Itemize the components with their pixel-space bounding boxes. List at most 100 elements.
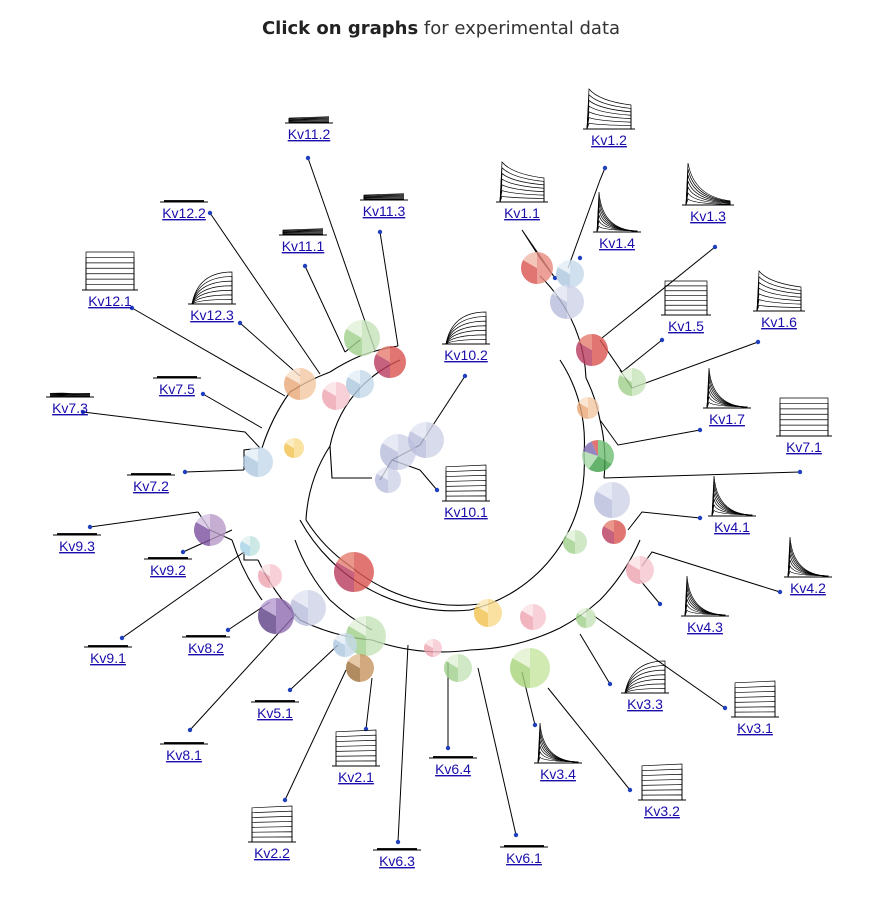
- node-pie[interactable]: [576, 608, 596, 628]
- node-pie[interactable]: [345, 370, 374, 398]
- channel-label-kv7-2[interactable]: Kv7.2: [133, 478, 169, 494]
- node-pie[interactable]: [582, 440, 614, 472]
- channel-graph-kv2-1[interactable]: Kv2.1: [332, 729, 380, 785]
- channel-label-kv8-1[interactable]: Kv8.1: [166, 747, 202, 763]
- channel-graph-kv9-3[interactable]: Kv9.3: [53, 533, 101, 555]
- channel-label-kv11-1[interactable]: Kv11.1: [282, 238, 325, 254]
- node-pie[interactable]: [258, 598, 294, 634]
- channel-label-kv12-2[interactable]: Kv12.2: [162, 205, 206, 221]
- channel-label-kv6-3[interactable]: Kv6.3: [379, 853, 415, 869]
- node-pie[interactable]: [510, 648, 550, 688]
- node-pie[interactable]: [626, 556, 654, 584]
- node-pie[interactable]: [284, 438, 304, 458]
- channel-graph-kv11-2[interactable]: Kv11.2: [285, 116, 333, 142]
- node-pie[interactable]: [407, 422, 444, 458]
- channel-label-kv3-1[interactable]: Kv3.1: [737, 720, 773, 736]
- channel-graph-kv3-4[interactable]: Kv3.4: [534, 722, 582, 782]
- channel-label-kv1-5[interactable]: Kv1.5: [668, 318, 704, 334]
- node-pie[interactable]: [343, 320, 380, 356]
- node-pie[interactable]: [474, 599, 502, 627]
- channel-graph-kv11-1[interactable]: Kv11.1: [279, 228, 327, 254]
- node-pie[interactable]: [563, 530, 587, 554]
- channel-graph-kv1-1[interactable]: Kv1.1: [496, 161, 548, 221]
- channel-label-kv12-3[interactable]: Kv12.3: [190, 307, 234, 323]
- channel-label-kv10-2[interactable]: Kv10.2: [444, 347, 488, 363]
- channel-label-kv2-1[interactable]: Kv2.1: [338, 769, 374, 785]
- channel-label-kv7-5[interactable]: Kv7.5: [159, 381, 195, 397]
- node-pie[interactable]: [424, 639, 442, 657]
- channel-label-kv8-2[interactable]: Kv8.2: [188, 640, 224, 656]
- channel-graph-kv10-2[interactable]: Kv10.2: [442, 311, 490, 363]
- node-pie[interactable]: [283, 368, 316, 400]
- channel-label-kv9-1[interactable]: Kv9.1: [90, 650, 126, 666]
- channel-graph-kv8-2[interactable]: Kv8.2: [182, 635, 230, 657]
- channel-graph-kv7-3[interactable]: Kv7.3: [46, 392, 94, 416]
- channel-graph-kv8-1[interactable]: Kv8.1: [160, 742, 208, 764]
- channel-graph-kv7-5[interactable]: Kv7.5: [153, 376, 201, 398]
- node-pie[interactable]: [520, 604, 546, 630]
- channel-graph-kv6-3[interactable]: Kv6.3: [373, 848, 421, 870]
- channel-graph-kv7-2[interactable]: Kv7.2: [127, 473, 175, 495]
- channel-label-kv12-1[interactable]: Kv12.1: [88, 293, 132, 309]
- node-pie[interactable]: [577, 397, 599, 419]
- node-pie[interactable]: [576, 334, 608, 366]
- channel-label-kv3-3[interactable]: Kv3.3: [627, 696, 663, 712]
- channel-label-kv9-3[interactable]: Kv9.3: [59, 538, 95, 554]
- node-pie[interactable]: [194, 514, 226, 546]
- channel-label-kv2-2[interactable]: Kv2.2: [254, 845, 290, 861]
- channel-label-kv1-3[interactable]: Kv1.3: [690, 208, 726, 224]
- channel-graph-kv2-2[interactable]: Kv2.2: [248, 805, 296, 861]
- channel-label-kv6-1[interactable]: Kv6.1: [506, 850, 542, 866]
- channel-graph-kv12-3[interactable]: Kv12.3: [188, 271, 236, 323]
- channel-label-kv7-3[interactable]: Kv7.3: [52, 400, 88, 416]
- channel-label-kv9-2[interactable]: Kv9.2: [150, 562, 186, 578]
- channel-graph-kv1-3[interactable]: Kv1.3: [682, 162, 734, 224]
- channel-label-kv1-4[interactable]: Kv1.4: [599, 235, 635, 251]
- channel-label-kv4-3[interactable]: Kv4.3: [687, 619, 723, 635]
- channel-label-kv5-1[interactable]: Kv5.1: [257, 705, 293, 721]
- channel-graph-kv1-4[interactable]: Kv1.4: [593, 191, 641, 251]
- channel-graph-kv7-1[interactable]: Kv7.1: [776, 397, 832, 455]
- channel-graph-kv12-1[interactable]: Kv12.1: [82, 251, 138, 309]
- channel-label-kv10-1[interactable]: Kv10.1: [444, 504, 488, 520]
- channel-label-kv3-4[interactable]: Kv3.4: [540, 766, 576, 782]
- channel-graph-kv12-2[interactable]: Kv12.2: [160, 200, 208, 222]
- channel-graph-kv9-1[interactable]: Kv9.1: [84, 645, 132, 667]
- channel-label-kv3-2[interactable]: Kv3.2: [644, 803, 680, 819]
- channel-label-kv11-2[interactable]: Kv11.2: [288, 126, 331, 142]
- channel-graph-kv5-1[interactable]: Kv5.1: [251, 700, 299, 722]
- channel-graph-kv3-3[interactable]: Kv3.3: [621, 660, 669, 712]
- node-pie[interactable]: [373, 346, 406, 378]
- node-pie[interactable]: [334, 552, 374, 592]
- channel-graph-kv6-4[interactable]: Kv6.4: [429, 756, 477, 778]
- node-pie[interactable]: [444, 654, 472, 682]
- channel-graph-kv3-2[interactable]: Kv3.2: [638, 763, 686, 819]
- node-pie[interactable]: [375, 467, 401, 493]
- channel-label-kv1-6[interactable]: Kv1.6: [761, 314, 797, 330]
- channel-label-kv4-2[interactable]: Kv4.2: [790, 580, 826, 596]
- node-pie[interactable]: [346, 654, 374, 682]
- channel-graph-kv1-5[interactable]: Kv1.5: [661, 280, 711, 334]
- node-pie[interactable]: [618, 368, 646, 396]
- channel-graph-kv9-2[interactable]: Kv9.2: [144, 557, 192, 579]
- channel-graph-kv4-3[interactable]: Kv4.3: [681, 575, 729, 635]
- channel-label-kv1-1[interactable]: Kv1.1: [504, 205, 540, 221]
- channel-label-kv6-4[interactable]: Kv6.4: [435, 761, 471, 777]
- node-pie[interactable]: [243, 447, 273, 477]
- channel-graph-kv3-1[interactable]: Kv3.1: [731, 680, 779, 736]
- channel-graph-kv4-1[interactable]: Kv4.1: [708, 475, 756, 535]
- channel-graph-kv4-2[interactable]: Kv4.2: [784, 536, 832, 596]
- node-pie[interactable]: [594, 482, 630, 518]
- channel-graph-kv1-2[interactable]: Kv1.2: [583, 88, 635, 148]
- channel-graph-kv11-3[interactable]: Kv11.3: [360, 193, 408, 219]
- node-pie[interactable]: [556, 260, 584, 288]
- node-pie[interactable]: [521, 252, 553, 284]
- channel-graph-kv1-7[interactable]: Kv1.7: [703, 367, 751, 427]
- node-pie[interactable]: [290, 590, 326, 626]
- channel-label-kv7-1[interactable]: Kv7.1: [786, 439, 822, 455]
- channel-graph-kv10-1[interactable]: Kv10.1: [442, 464, 490, 520]
- node-pie[interactable]: [258, 564, 282, 588]
- node-pie[interactable]: [322, 382, 350, 410]
- channel-label-kv1-2[interactable]: Kv1.2: [591, 132, 627, 148]
- channel-label-kv11-3[interactable]: Kv11.3: [363, 203, 406, 219]
